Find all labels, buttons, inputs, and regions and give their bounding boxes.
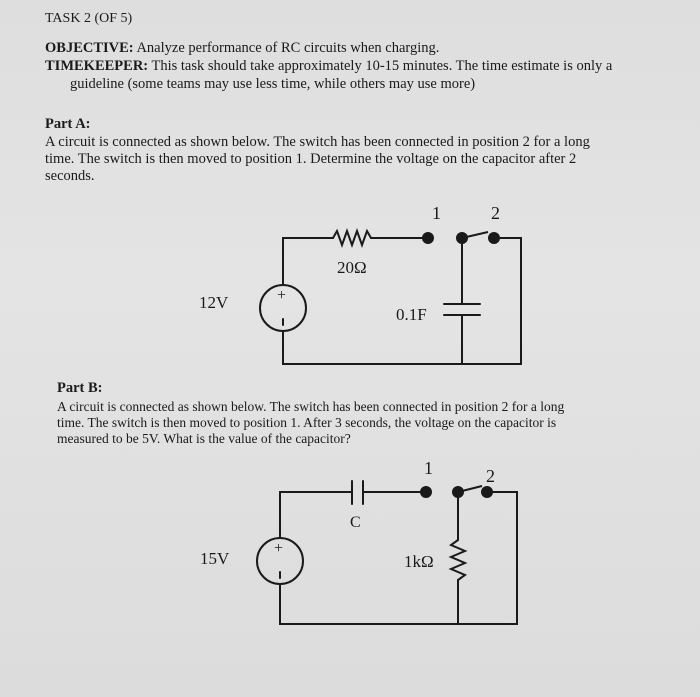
- timekeeper-text-2: guideline (some teams may use less time,…: [70, 76, 476, 92]
- circuit-a-resistor: [332, 228, 372, 248]
- part-a-line-1: A circuit is connected as shown below. T…: [45, 134, 590, 150]
- part-a-line-3: seconds.: [45, 168, 95, 184]
- part-a-line-2: time. The switch is then moved to positi…: [45, 151, 577, 167]
- circuit-a-wire-right-loop: [282, 237, 522, 365]
- circuit-a-plus-sign: +: [277, 287, 286, 304]
- part-b-title: Part B:: [57, 380, 103, 396]
- part-b-line-2: time. The switch is then moved to positi…: [57, 415, 557, 430]
- timekeeper-label: TIMEKEEPER:: [45, 58, 149, 74]
- timekeeper-text-1: This task should take approximately 10-1…: [148, 58, 613, 74]
- circuit-b: [256, 480, 518, 625]
- circuit-b-wire-left: [279, 491, 341, 538]
- timekeeper-line: TIMEKEEPER: This task should take approx…: [45, 58, 612, 75]
- circuit-a-switch-label-2: 2: [491, 203, 500, 223]
- circuit-a-capacitor-label: 0.1F: [396, 305, 427, 324]
- circuit-a-voltage-source: [259, 284, 307, 332]
- objective-text: Analyze performance of RC circuits when …: [133, 40, 440, 56]
- circuit-a: [259, 228, 522, 365]
- circuit-a-wire-left: [282, 237, 334, 286]
- circuit-a-switch-blade: [461, 231, 489, 239]
- circuit-b-switch-label-1: 1: [424, 458, 433, 478]
- objective-label: OBJECTIVE:: [45, 40, 134, 56]
- circuit-b-plus-sign: +: [274, 540, 283, 557]
- circuit-b-wire-right-loop: [279, 491, 518, 625]
- part-b-line-3: measured to be 5V. What is the value of …: [57, 431, 351, 446]
- circuit-b-capacitor-label: C: [350, 514, 361, 531]
- circuit-b-switch-label-2: 2: [486, 466, 495, 486]
- circuit-a-switch-contact-2: [488, 232, 500, 244]
- circuit-a-resistor-label: 20Ω: [337, 258, 367, 277]
- objective-line: OBJECTIVE: Analyze performance of RC cir…: [45, 40, 439, 57]
- circuit-a-source-label: 12V: [199, 293, 229, 312]
- circuit-a-switch-label-1: 1: [432, 203, 441, 223]
- circuit-b-voltage-source: [256, 537, 304, 585]
- part-a-title: Part A:: [45, 116, 91, 132]
- circuit-b-switch-contact-2: [481, 486, 493, 498]
- circuit-b-source-label: 15V: [200, 549, 230, 568]
- task-heading: TASK 2 (OF 5): [45, 11, 133, 26]
- circuit-b-resistor: [448, 539, 468, 581]
- circuit-a-switch-contact-1: [422, 232, 434, 244]
- circuit-b-resistor-label: 1kΩ: [404, 552, 434, 571]
- part-b-line-1: A circuit is connected as shown below. T…: [57, 399, 565, 414]
- circuit-b-switch-blade: [457, 485, 483, 493]
- circuit-b-switch-contact-1: [420, 486, 432, 498]
